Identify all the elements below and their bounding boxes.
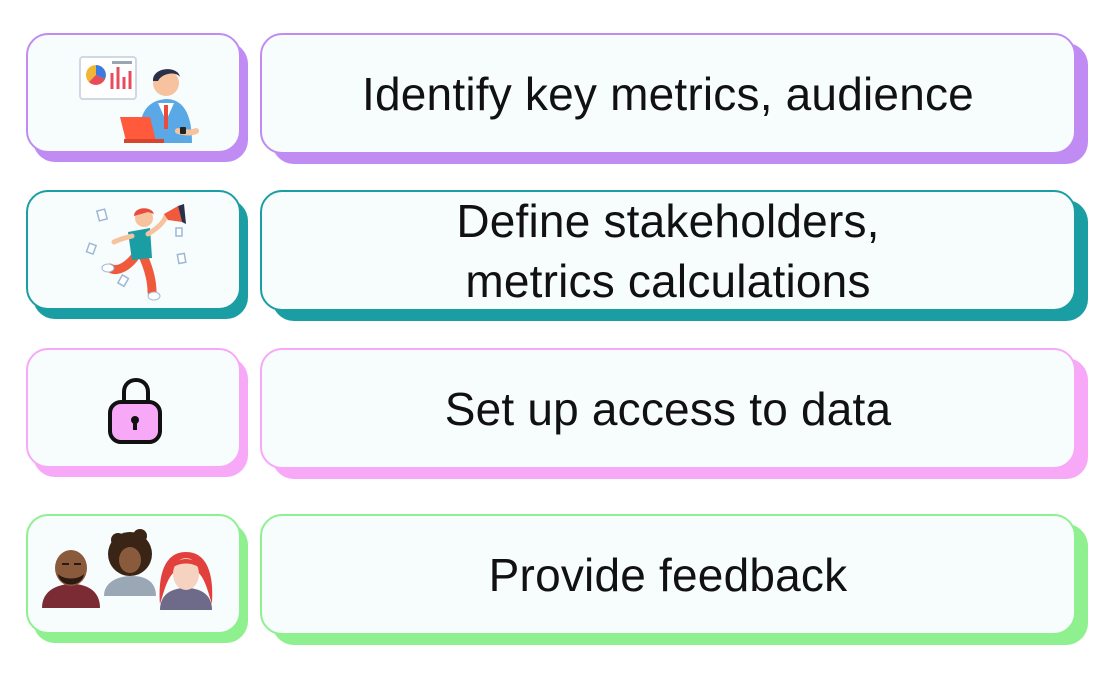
step-2-icon-card bbox=[26, 190, 241, 310]
step-1-text-card: Identify key metrics, audience bbox=[260, 33, 1076, 154]
padlock-icon bbox=[108, 378, 162, 444]
step-4-label: Provide feedback bbox=[488, 548, 848, 601]
step-3-text-card: Set up access to data bbox=[260, 348, 1076, 469]
step-2-label-line-1: Define stakeholders, bbox=[456, 194, 880, 247]
step-3-icon-card bbox=[26, 348, 241, 468]
step-4-icon-card bbox=[26, 514, 241, 634]
step-1-icon-card bbox=[26, 33, 241, 153]
step-2-label-line-2: metrics calculations bbox=[465, 254, 871, 307]
analyst-presentation-icon bbox=[79, 56, 199, 143]
step-3-label: Set up access to data bbox=[444, 382, 892, 435]
step-2-text-card: Define stakeholders, metrics calculation… bbox=[260, 190, 1076, 311]
megaphone-person-icon bbox=[85, 204, 187, 301]
step-4-text-card: Provide feedback bbox=[260, 514, 1076, 635]
step-1-label: Identify key metrics, audience bbox=[362, 67, 974, 120]
people-group-icon bbox=[42, 529, 213, 610]
